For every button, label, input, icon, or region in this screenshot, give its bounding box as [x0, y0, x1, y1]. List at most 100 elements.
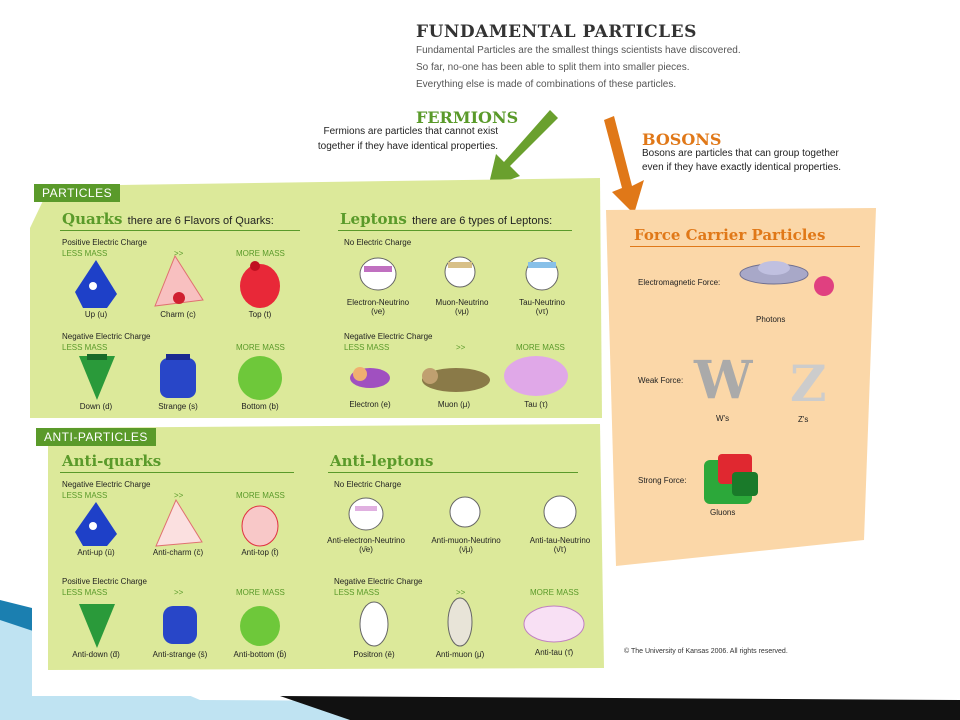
- quarks-negative-label: Negative Electric Charge: [62, 332, 151, 341]
- antileptons-title: Anti-leptons: [330, 452, 434, 470]
- positron-icon: [359, 601, 389, 647]
- anti-charm-label: Anti-charm (c̄): [152, 548, 204, 557]
- anti-muon-neutrino: Anti-muon-Neutrino (ν̄μ): [426, 490, 506, 554]
- fermions-desc-1: Fermions are particles that cannot exist: [323, 126, 498, 137]
- anti-strange-quark: Anti-strange (s̄): [140, 600, 220, 659]
- quarks-less-mass: LESS MASS: [62, 249, 108, 258]
- strange-quark: Strange (s): [138, 352, 218, 411]
- antileptons-more-mass: MORE MASS: [530, 588, 579, 597]
- muon-neutrino-name: Muon-Neutrino: [435, 298, 489, 307]
- antiquarks-more-mass: MORE MASS: [236, 491, 285, 500]
- leptons-neutral-label: No Electric Charge: [344, 238, 412, 247]
- anti-up-quark-icon: [75, 502, 117, 546]
- quarks-less-mass-2: LESS MASS: [62, 343, 108, 352]
- anti-muon-neutrino-symbol: (ν̄μ): [459, 545, 473, 554]
- anti-charm-quark: Anti-charm (c̄): [138, 498, 218, 557]
- muon-label: Muon (μ): [437, 400, 471, 409]
- charm-quark-label: Charm (c): [160, 310, 196, 319]
- tau-icon: [504, 356, 568, 396]
- antileptons-neutral-label: No Electric Charge: [334, 480, 402, 489]
- bottom-quark-label: Bottom (b): [241, 402, 279, 411]
- antiquarks-less-mass: LESS MASS: [62, 491, 108, 500]
- quarks-subtitle: there are 6 Flavors of Quarks:: [127, 215, 274, 227]
- weak-force-label: Weak Force:: [638, 376, 684, 385]
- antiquarks-negative-label: Negative Electric Charge: [62, 480, 151, 489]
- muon-neutrino-symbol: (νμ): [455, 307, 469, 316]
- top-quark-label: Top (t): [248, 310, 272, 319]
- tau-neutrino-symbol: (ντ): [535, 307, 549, 316]
- quarks-more-mass: MORE MASS: [236, 249, 285, 258]
- tau-neutrino: Tau-Neutrino (ντ): [502, 252, 582, 316]
- anti-charm-quark-icon: [155, 498, 203, 547]
- page-title: FUNDAMENTAL PARTICLES: [416, 22, 697, 42]
- em-force-label: Electromagnetic Force:: [638, 278, 721, 287]
- muon: Muon (μ): [414, 356, 494, 409]
- anti-tau-label: Anti-tau (τ̄): [534, 648, 574, 657]
- strange-quark-icon: [160, 354, 196, 398]
- electron-neutrino-symbol: (νe): [371, 307, 385, 316]
- leptons-less-mass: LESS MASS: [344, 343, 390, 352]
- anti-tau: Anti-tau (τ̄): [514, 600, 594, 657]
- down-quark-icon: [79, 354, 115, 400]
- leptons-negative-label: Negative Electric Charge: [344, 332, 433, 341]
- positron: Positron (ē): [334, 598, 414, 659]
- particles-tab: PARTICLES: [34, 184, 121, 202]
- bosons-arrow-icon: [604, 116, 644, 214]
- antileptons-negative-label: Negative Electric Charge: [334, 577, 423, 586]
- copyright-notice: © The University of Kansas 2006. All rig…: [624, 648, 788, 655]
- antiquarks-positive-label: Positive Electric Charge: [62, 577, 147, 586]
- anti-up-quark: Anti-up (ū): [56, 500, 136, 557]
- muon-icon: [422, 368, 490, 392]
- down-quark: Down (d): [56, 352, 136, 411]
- photons-label: Photons: [756, 315, 786, 324]
- electron-neutrino-name: Electron-Neutrino: [346, 298, 410, 307]
- anti-strange-label: Anti-strange (s̄): [152, 650, 208, 659]
- top-quark-icon: [240, 261, 280, 308]
- quarks-heading: Quarks there are 6 Flavors of Quarks:: [62, 210, 274, 228]
- anti-top-quark-icon: [241, 505, 279, 547]
- leptons-more-mass: MORE MASS: [516, 343, 565, 352]
- electron-label: Electron (e): [349, 400, 391, 409]
- tau-label: Tau (τ): [524, 400, 548, 409]
- fermions-title: FERMIONS: [416, 108, 519, 127]
- anti-muon-neutrino-icon: [449, 496, 481, 528]
- gluons-label: Gluons: [710, 508, 736, 517]
- anti-muon-icon: [447, 597, 473, 647]
- muon-neutrino: Muon-Neutrino (νμ): [422, 252, 502, 316]
- antiquarks-rule: [60, 472, 294, 473]
- up-quark: Up (u): [56, 258, 136, 319]
- tau: Tau (τ): [496, 352, 576, 409]
- anti-tau-neutrino-symbol: (ν̄τ): [553, 545, 567, 554]
- anti-electron-neutrino-symbol: (ν̄e): [359, 545, 373, 554]
- force-carrier-rule: [630, 246, 860, 247]
- quarks-title: Quarks: [62, 210, 123, 228]
- anti-bottom-quark-icon: [240, 606, 280, 646]
- anti-electron-neutrino: Anti-electron-Neutrino (ν̄e): [326, 490, 406, 554]
- up-quark-label: Up (u): [84, 310, 108, 319]
- bosons-desc-1: Bosons are particles that can group toge…: [642, 148, 839, 159]
- antiquarks-more-mass-2: MORE MASS: [236, 588, 285, 597]
- electron: Electron (e): [330, 356, 410, 409]
- anti-tau-neutrino-name: Anti-tau-Neutrino: [529, 536, 591, 545]
- ws-label: W's: [716, 414, 730, 423]
- anti-muon-label: Anti-muon (μ̄): [435, 650, 485, 659]
- anti-up-label: Anti-up (ū): [77, 548, 115, 557]
- leptons-heading: Leptons there are 6 types of Leptons:: [340, 210, 552, 228]
- gluon-icon: [704, 454, 758, 504]
- muon-neutrino-icon: [444, 256, 476, 288]
- positron-label: Positron (ē): [353, 650, 395, 659]
- force-carrier-title: Force Carrier Particles: [634, 226, 826, 244]
- anti-muon-neutrino-name: Anti-muon-Neutrino: [431, 536, 501, 545]
- strong-force-label: Strong Force:: [638, 476, 687, 485]
- antiquarks-arrow-2: >>: [174, 588, 184, 597]
- zs-label: Z's: [798, 415, 809, 424]
- anti-tau-neutrino-icon: [543, 495, 577, 529]
- electron-icon: [350, 367, 390, 388]
- tau-neutrino-icon: [525, 257, 559, 291]
- bottom-quark-icon: [238, 356, 282, 400]
- leptons-arrow: >>: [456, 343, 466, 352]
- anti-muon: Anti-muon (μ̄): [420, 594, 500, 659]
- anti-tau-neutrino: Anti-tau-Neutrino (ν̄τ): [520, 490, 600, 554]
- antileptons-less-mass: LESS MASS: [334, 588, 380, 597]
- electron-neutrino-icon: [359, 257, 397, 291]
